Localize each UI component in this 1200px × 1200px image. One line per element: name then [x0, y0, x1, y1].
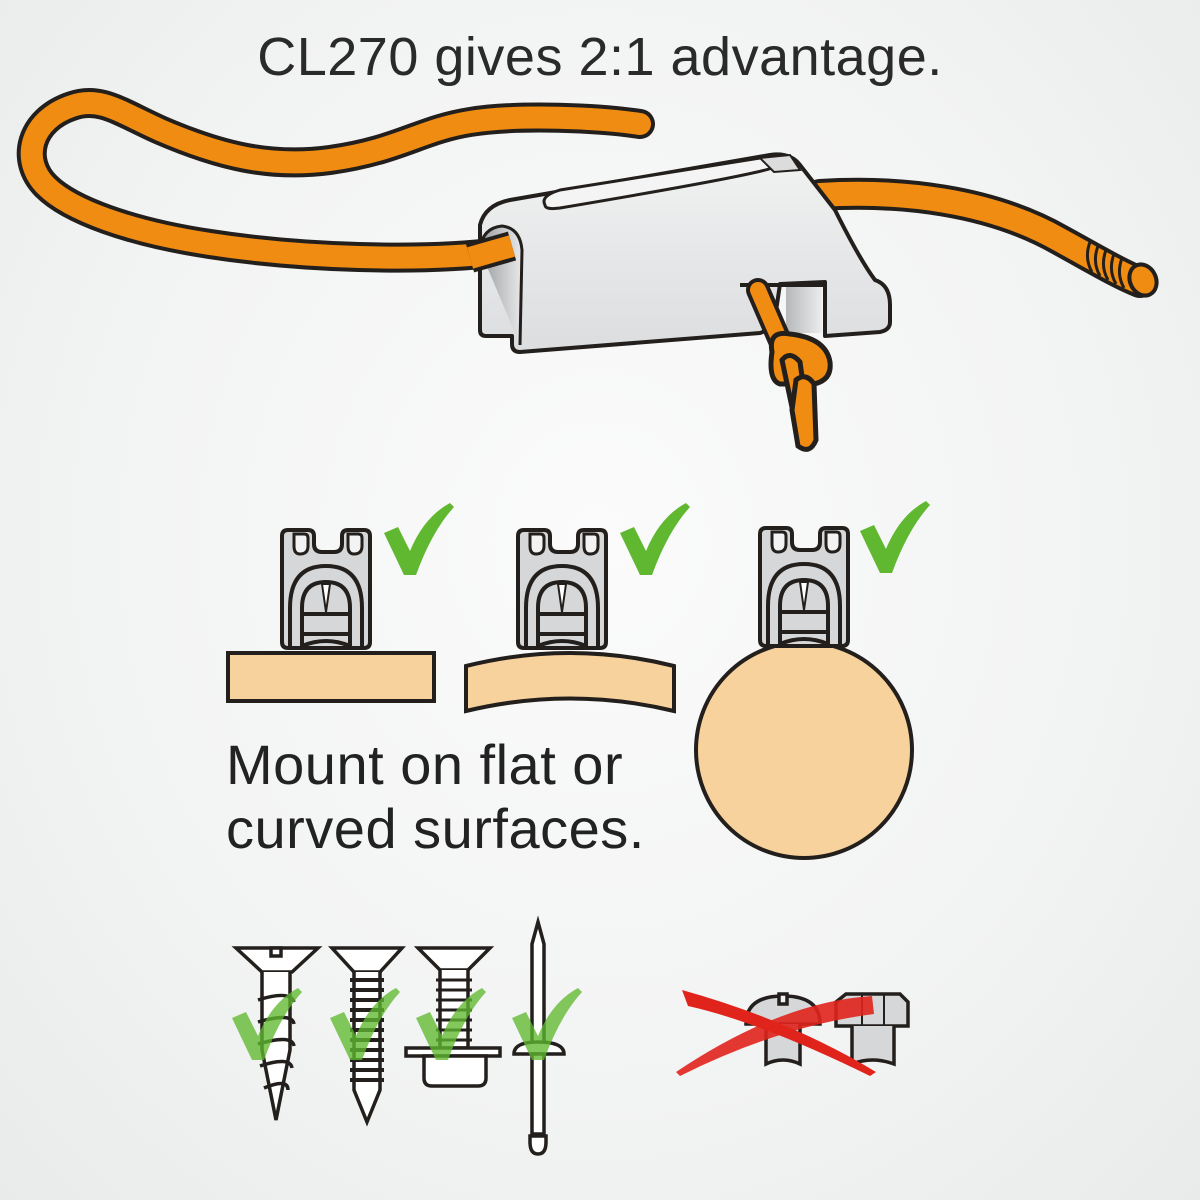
mount-flat — [226, 503, 454, 703]
mount-curved — [464, 503, 690, 714]
mount-round — [694, 501, 930, 860]
knot — [746, 278, 833, 452]
check-icon — [384, 503, 454, 575]
check-icon — [860, 501, 930, 573]
rope-loop — [16, 87, 655, 273]
cross-icon — [676, 990, 876, 1076]
mounting-caption: Mount on flat or curved surfaces. — [226, 733, 645, 861]
check-icon — [620, 503, 690, 575]
rope-end — [804, 177, 1159, 298]
cleat — [465, 152, 892, 354]
title: CL270 gives 2:1 advantage. — [257, 27, 943, 87]
caption-line-1: Mount on flat or — [226, 733, 624, 796]
caption-line-2: curved surfaces. — [226, 797, 645, 860]
